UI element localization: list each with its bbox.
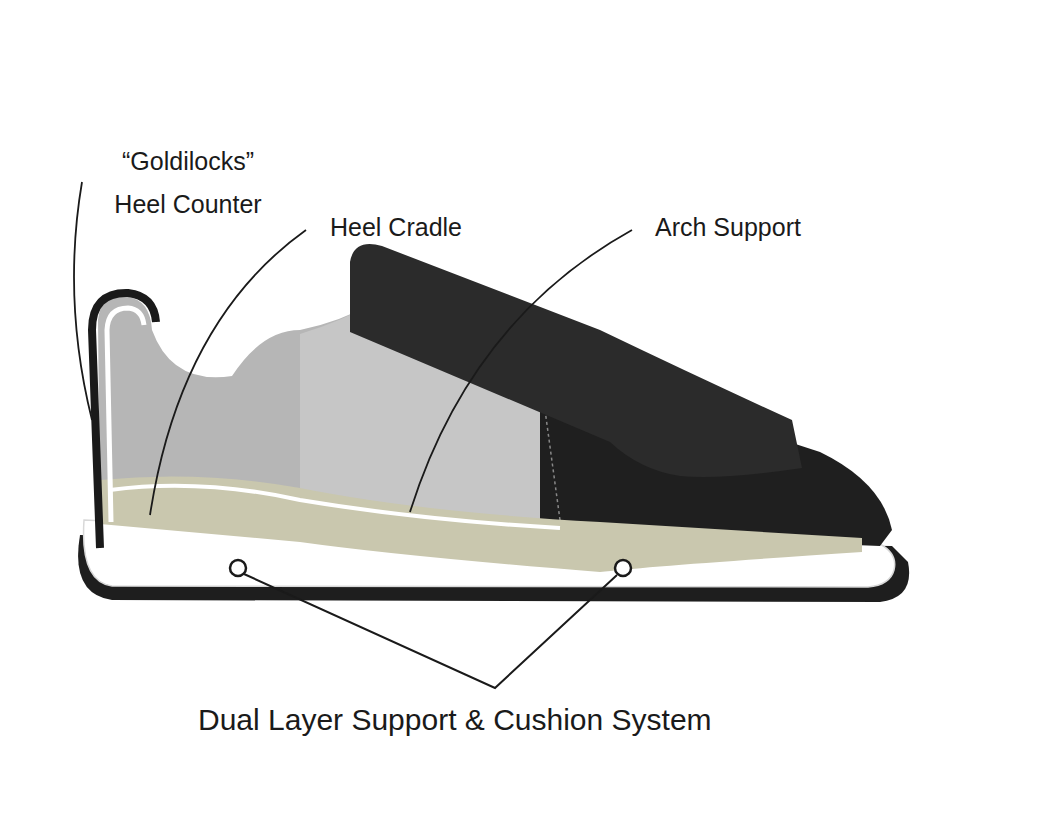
leader-line: [244, 574, 617, 688]
callout-dot: [615, 560, 631, 576]
part-label: Arch Support: [655, 212, 875, 242]
heel-cradle-line: [110, 486, 560, 528]
heel-counter: [92, 293, 156, 548]
part-label: Heel Cradle: [330, 212, 530, 242]
heel-counter-lining: [107, 308, 144, 522]
insole-layer: [100, 476, 862, 572]
leader-line: [74, 182, 92, 420]
callout-dot: [230, 560, 246, 576]
system-label: Dual Layer Support & Cushion System: [198, 702, 898, 738]
leader-line: [410, 230, 632, 512]
leader-line: [150, 230, 306, 515]
part-label: “Goldilocks” Heel Counter: [98, 140, 278, 226]
tongue-flap: [350, 244, 802, 477]
stitching: [545, 410, 560, 520]
